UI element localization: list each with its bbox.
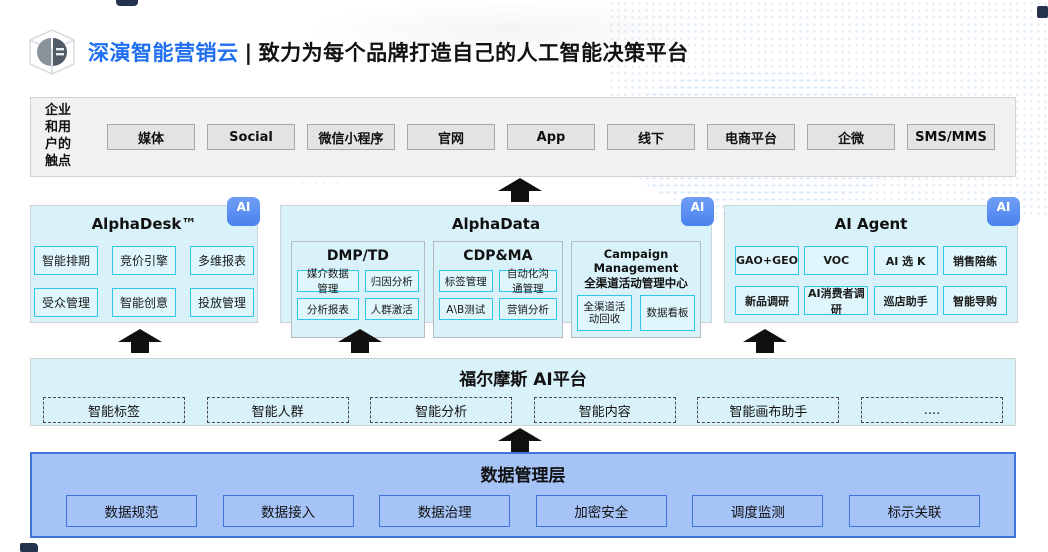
ai-agent-items: GAO+GEO VOC AI 选 K 销售陪练 新品调研 AI消费者调研 巡店助… [725,246,1017,316]
alphadesk-item: 智能排期 [34,246,98,275]
cdp-item: 营销分析 [498,298,557,320]
alphadesk-title: AlphaDesk™ [91,215,197,233]
map-fragment [116,0,138,6]
touchpoint-website: 官网 [407,124,495,150]
up-arrow-icon [498,178,542,202]
dmp-td-items: 媒介数据管理 归因分析 分析报表 人群激活 [297,268,419,320]
map-fragment [20,543,38,552]
holmes-title: 福尔摩斯 AI平台 [459,370,587,390]
data-management-panel: 数据管理层 数据规范 数据接入 数据治理 加密安全 调度监测 标示关联 [30,452,1016,538]
data-management-title: 数据管理层 [480,466,566,486]
dmp-item: 分析报表 [297,298,359,320]
alphadata-groups: DMP/TD 媒介数据管理 归因分析 分析报表 人群激活 CDP&MA 标签管理… [281,241,711,339]
ai-agent-item: 新品调研 [735,286,799,315]
dmp-item: 人群激活 [364,298,419,320]
alphadesk-item: 多维报表 [190,246,254,275]
holmes-items: 智能标签 智能人群 智能分析 智能内容 智能画布助手 .... [31,397,1015,423]
ai-agent-item: 智能导购 [942,286,1007,315]
ai-agent-panel: AI AI Agent GAO+GEO VOC AI 选 K 销售陪练 新品调研… [724,197,1020,323]
touchpoint-ecommerce: 电商平台 [707,124,795,150]
holmes-item-more: .... [860,397,1003,423]
touchpoint-wecom: 企微 [807,124,895,150]
campaign-title: Campaign Management 全渠道活动管理中心 [577,247,695,290]
ai-badge: AI [227,197,260,226]
campaign-title-en: Campaign Management [593,247,679,276]
campaign-item: 数据看板 [640,295,695,332]
up-arrow-icon [498,428,542,452]
touchpoint-media: 媒体 [107,124,195,150]
touchpoint-social: Social [207,124,295,150]
touchpoints-label: 企业 和用 户的 触点 [45,103,72,169]
touchpoints-list: 媒体 Social 微信小程序 官网 App 线下 电商平台 企微 SMS/MM… [99,124,1015,150]
ai-agent-item: AI 选 K [873,246,938,275]
cdp-item: 自动化沟通管理 [498,268,557,295]
touchpoint-app: App [507,124,595,150]
cdp-ma-items: 标签管理 自动化沟通管理 A\B测试 营销分析 [438,268,557,320]
data-item-governance: 数据治理 [379,495,511,527]
holmes-item-smart-analysis: 智能分析 [370,397,513,423]
tagline: 致力为每个品牌打造自己的人工智能决策平台 [258,41,689,65]
alphadesk-item: 竞价引擎 [112,246,176,275]
alphadesk-item: 受众管理 [34,288,98,317]
touchpoint-wechat-miniprogram: 微信小程序 [307,124,395,150]
touchpoint-offline: 线下 [607,124,695,150]
ai-agent-item: 销售陪练 [942,246,1007,275]
background-gradient [300,0,720,60]
campaign-subpanel: Campaign Management 全渠道活动管理中心 全渠道活动回收 数据… [571,241,701,339]
ai-agent-item: VOC [804,246,869,275]
up-arrow-icon [118,329,162,353]
holmes-ai-platform-panel: 福尔摩斯 AI平台 智能标签 智能人群 智能分析 智能内容 智能画布助手 ...… [30,358,1016,426]
data-management-items: 数据规范 数据接入 数据治理 加密安全 调度监测 标示关联 [32,495,1014,527]
ai-badge: AI [681,197,714,226]
page-title: 深演智能营销云|致力为每个品牌打造自己的人工智能决策平台 [88,37,689,67]
brand-logo-icon [29,29,75,75]
alphadata-title: AlphaData [451,215,541,233]
campaign-title-cn: 全渠道活动管理中心 [584,275,688,290]
dmp-item: 归因分析 [364,270,419,292]
cdp-ma-subpanel: CDP&MA 标签管理 自动化沟通管理 A\B测试 营销分析 [432,241,563,339]
title-separator: | [244,41,253,65]
ai-badge: AI [987,197,1020,226]
holmes-item-canvas-assistant: 智能画布助手 [697,397,840,423]
touchpoint-sms-mms: SMS/MMS [907,124,995,150]
ai-agent-item: 巡店助手 [873,286,938,315]
alphadesk-item: 智能创意 [112,288,176,317]
alphadata-panel: AI AlphaData DMP/TD 媒介数据管理 归因分析 分析报表 人群激… [280,197,714,339]
alphadesk-items: 智能排期 竞价引擎 多维报表 受众管理 智能创意 投放管理 [31,246,257,317]
alphadesk-item: 投放管理 [190,288,254,317]
up-arrow-icon [743,329,787,353]
holmes-item-smart-tags: 智能标签 [43,397,185,423]
cdp-item: 标签管理 [438,270,493,292]
touchpoints-bar: 企业 和用 户的 触点 媒体 Social 微信小程序 官网 App 线下 电商… [30,97,1016,177]
cdp-item: A\B测试 [438,298,493,320]
data-item-id-linking: 标示关联 [848,495,980,527]
map-fragment [1037,6,1048,18]
holmes-item-smart-content: 智能内容 [533,397,676,423]
page-header: 深演智能营销云|致力为每个品牌打造自己的人工智能决策平台 [26,28,689,76]
data-item-ingestion: 数据接入 [222,495,354,527]
cdp-ma-title: CDP&MA [463,248,533,264]
alphadesk-panel: AI AlphaDesk™ 智能排期 竞价引擎 多维报表 受众管理 智能创意 投… [30,197,260,323]
ai-agent-title: AI Agent [834,215,908,233]
data-item-standards: 数据规范 [66,495,197,527]
dmp-item: 媒介数据管理 [297,268,359,295]
dmp-td-subpanel: DMP/TD 媒介数据管理 归因分析 分析报表 人群激活 [291,241,425,339]
data-item-scheduling: 调度监测 [692,495,824,527]
holmes-item-smart-audience: 智能人群 [206,397,349,423]
campaign-item: 全渠道活动回收 [577,295,632,332]
ai-agent-item: GAO+GEO [735,246,799,275]
data-item-encryption: 加密安全 [535,495,667,527]
ai-agent-item: AI消费者调研 [804,286,869,316]
campaign-items: 全渠道活动回收 数据看板 [577,295,695,332]
dmp-td-title: DMP/TD [326,248,389,264]
brand-name: 深演智能营销云 [88,41,239,65]
up-arrow-icon [338,329,382,353]
